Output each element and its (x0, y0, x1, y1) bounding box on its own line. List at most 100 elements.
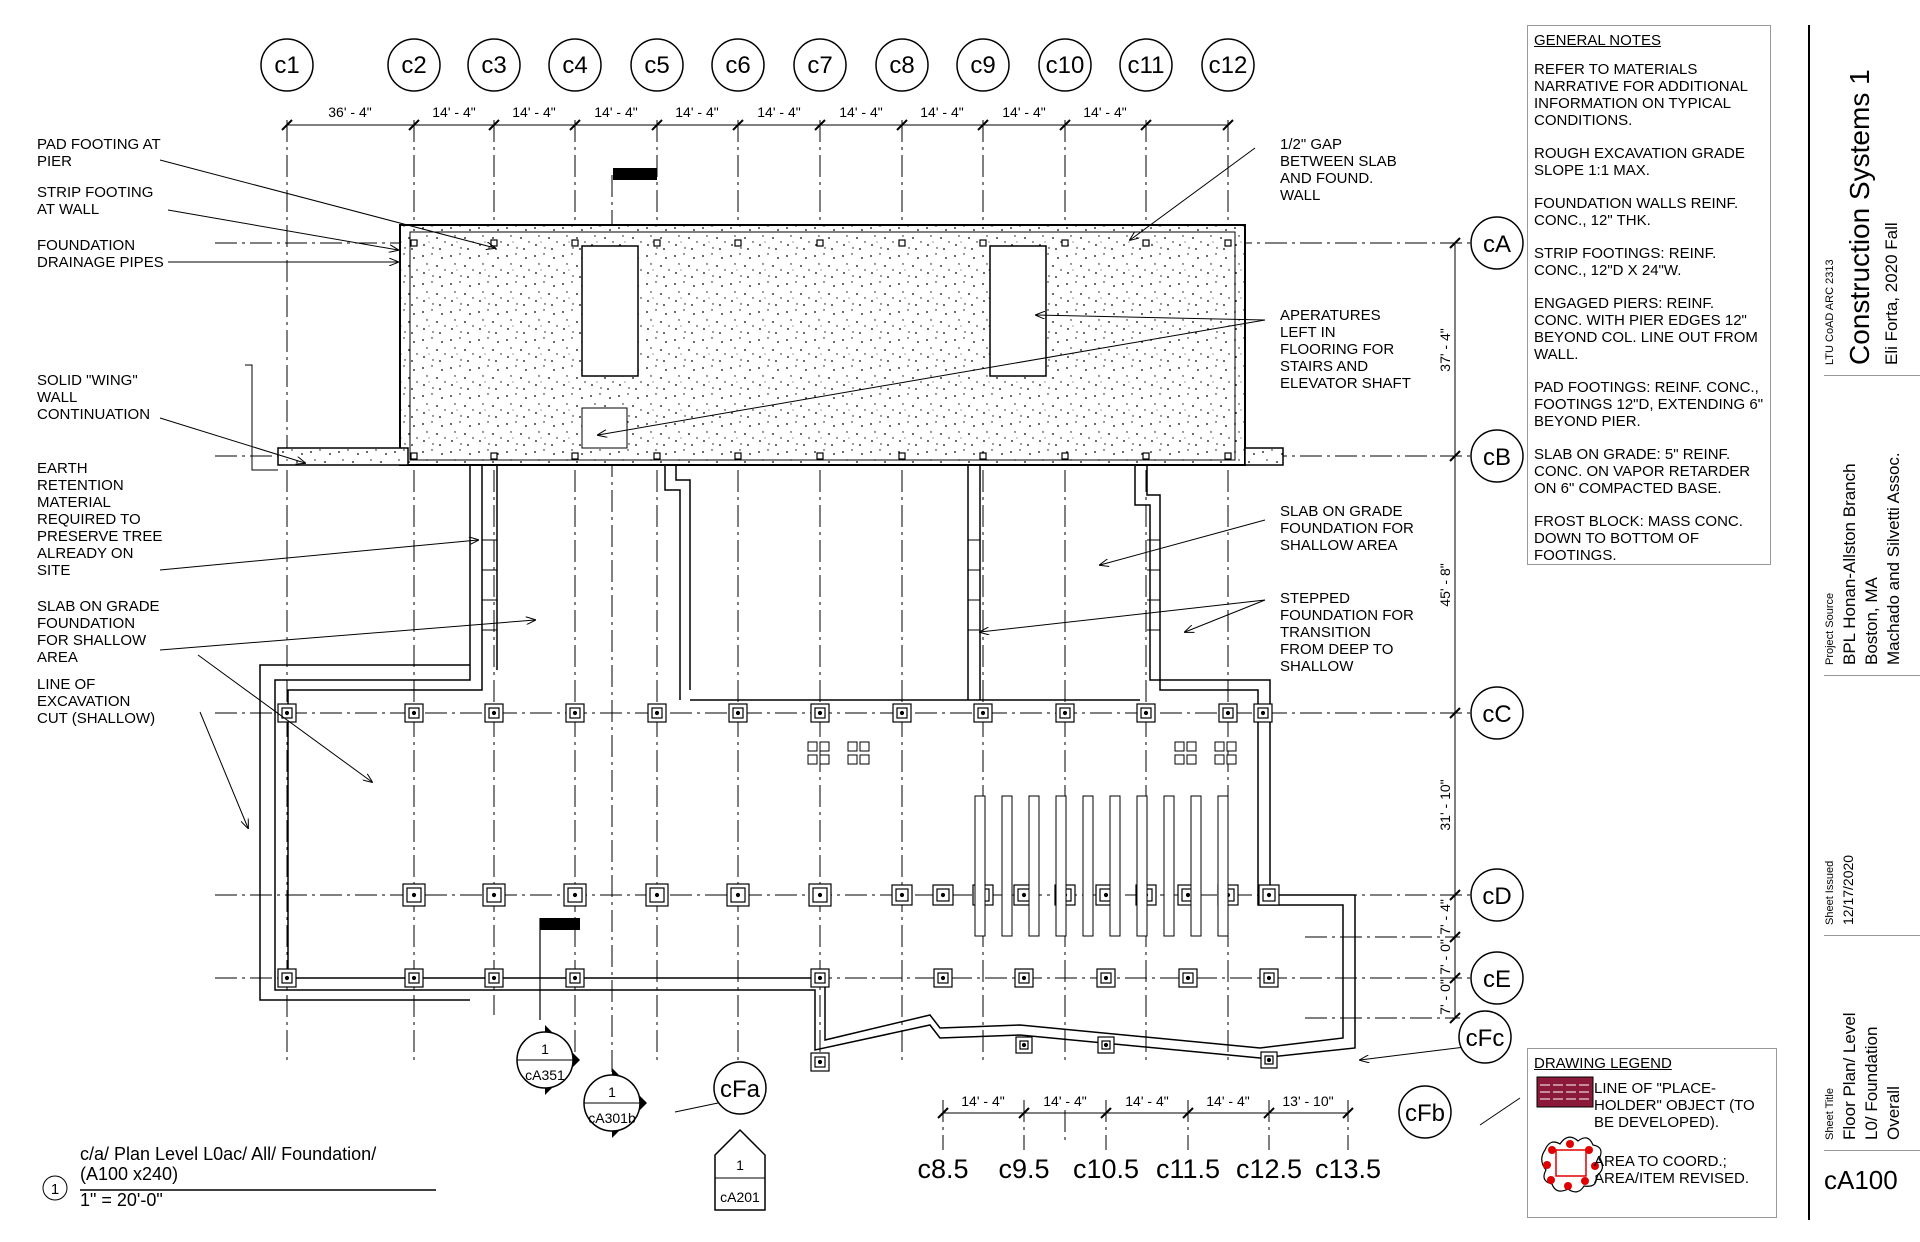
stepped-foundation-walls (259, 465, 1356, 1059)
grid-bubble[interactable] (713, 1061, 767, 1115)
grid-label-bottom[interactable]: c12.5 (1236, 1154, 1302, 1184)
grid-label: cD (1482, 883, 1511, 910)
grid-bubble[interactable] (630, 38, 684, 92)
section-mark-num: 1 (608, 1084, 616, 1100)
callout-pad-footing: PAD FOOTING AT PIER (37, 136, 161, 170)
grid-bubble[interactable] (956, 38, 1010, 92)
note-item: ENGAGED PIERS: REINF. CONC. WITH PIER ED… (1534, 295, 1758, 363)
note-item: REFER TO MATERIALS NARRATIVE FOR ADDITIO… (1534, 61, 1748, 129)
grid-bubble[interactable] (387, 38, 441, 92)
grid-bubble[interactable] (1470, 868, 1524, 922)
view-title-line2: (A100 x240) (80, 1164, 178, 1184)
grid-bubble[interactable] (1470, 686, 1524, 740)
grid-bubble[interactable] (1470, 216, 1524, 270)
section-mark-ref[interactable]: cA301b (588, 1110, 636, 1126)
dimension-text: 13' - 10" (1282, 1093, 1333, 1109)
grid-bubble[interactable] (467, 38, 521, 92)
section-mark-num: 1 (736, 1157, 744, 1173)
grid-bubble[interactable] (1458, 1010, 1512, 1064)
project-line3: Machado and Silvetti Assoc. (1884, 452, 1903, 665)
grid-label: cFb (1405, 1100, 1445, 1127)
grid-bubble[interactable] (1038, 38, 1092, 92)
section-mark-num: 1 (541, 1041, 549, 1057)
dimension-text: 14' - 4" (961, 1093, 1004, 1109)
legend-revision-text: AREA TO COORD.; AREA/ITEM REVISED. (1594, 1153, 1750, 1187)
dimension-text: 14' - 4" (594, 104, 637, 120)
callout-strip-footing: STRIP FOOTING AT WALL (37, 184, 154, 218)
grid-bubble[interactable] (875, 38, 929, 92)
view-number: 1 (51, 1181, 59, 1198)
dimension-text: 7' - 0" (1437, 979, 1453, 1015)
grid-bubble[interactable] (1398, 1085, 1452, 1139)
dimension-text: 31' - 10" (1437, 779, 1453, 830)
stair-aperture (581, 245, 639, 377)
legend-symbols (1536, 1076, 1603, 1193)
grid-label-bottom[interactable]: c13.5 (1315, 1154, 1381, 1184)
grid-label-bottom[interactable]: c11.5 (1156, 1154, 1220, 1184)
grid-bubble[interactable] (1470, 951, 1524, 1005)
note-item: ROUGH EXCAVATION GRADE SLOPE 1:1 MAX. (1534, 145, 1745, 179)
dimension-text: 7' - 0" (1437, 939, 1453, 975)
sheet-set-title: Construction Systems 1 (1844, 69, 1875, 365)
project-line1: BPL Honan-Allston Branch (1840, 463, 1859, 665)
column-clusters (807, 741, 1237, 765)
grid-bubble[interactable] (548, 38, 602, 92)
grid-bubble[interactable] (793, 38, 847, 92)
grid-bubble[interactable] (260, 38, 314, 92)
project-line2: Boston, MA (1862, 577, 1881, 665)
author-label: Eli Forta, 2020 Fall (1882, 222, 1901, 365)
general-notes-panel: GENERAL NOTES REFER TO MATERIALS NARRATI… (1527, 25, 1771, 565)
dimension-text: 14' - 4" (1083, 104, 1126, 120)
note-item: PAD FOOTINGS: REINF. CONC., FOOTINGS 12"… (1534, 379, 1764, 430)
grid-bubble[interactable] (1201, 38, 1255, 92)
grid-label-bottom[interactable]: c10.5 (1073, 1154, 1139, 1184)
dimension-text: 14' - 4" (1125, 1093, 1168, 1109)
grid-bubble[interactable] (711, 38, 765, 92)
callout-apertures: APERATURES LEFT IN FLOORING FOR STAIRS A… (1280, 307, 1411, 392)
grid-label: c4 (562, 52, 587, 79)
dimension-text: 45' - 8" (1437, 563, 1453, 606)
grid-label-bottom[interactable]: c8.5 (917, 1154, 968, 1184)
callout-drainage-pipes: FOUNDATION DRAINAGE PIPES (37, 237, 164, 271)
grid-label: c7 (807, 52, 832, 79)
callout-slab-on-grade: SLAB ON GRADE FOUNDATION FOR SHALLOW ARE… (1280, 503, 1414, 554)
note-item: SLAB ON GRADE: 5" REINF. CONC. ON VAPOR … (1534, 446, 1751, 497)
grid-label: cE (1483, 966, 1511, 993)
legend-heading: DRAWING LEGEND (1534, 1055, 1672, 1072)
dimension-text: 37' - 4" (1437, 328, 1453, 371)
leader-lines (159, 147, 1466, 1060)
dimension-text: 7' - 4" (1437, 899, 1453, 935)
section-mark-ref[interactable]: cA201 (720, 1189, 760, 1205)
project-source-label: Project Source (1824, 592, 1836, 665)
dimension-text: 14' - 4" (757, 104, 800, 120)
general-notes-heading: GENERAL NOTES (1534, 32, 1661, 49)
dimension-text: 14' - 4" (1002, 104, 1045, 120)
note-item: FROST BLOCK: MASS CONC. DOWN TO BOTTOM O… (1534, 513, 1743, 564)
grid-label: c1 (274, 52, 299, 79)
dimension-text: 14' - 4" (675, 104, 718, 120)
grid-bubble[interactable] (1470, 429, 1524, 483)
grid-label: c8 (889, 52, 914, 79)
callout-wing-wall: SOLID "WING" WALL CONTINUATION (37, 372, 151, 423)
section-mark-ref[interactable]: cA351 (525, 1067, 565, 1083)
grid-label: cFc (1466, 1025, 1505, 1052)
dimension-text: 14' - 4" (1043, 1093, 1086, 1109)
dimension-text: 14' - 4" (512, 104, 555, 120)
grid-label: c12 (1209, 52, 1248, 79)
sheet-title-line1: Floor Plan/ Level (1840, 1012, 1859, 1140)
course-label: LTU CoAD ARC 2313 (1824, 259, 1836, 365)
grid-label-bottom[interactable]: c9.5 (998, 1154, 1049, 1184)
stepped-ticks (482, 539, 1160, 631)
drawing-legend-panel: DRAWING LEGEND LINE OF "PLACE-HOLDER" OB… (1527, 1048, 1777, 1218)
sheet-title-line3: Overall (1884, 1086, 1903, 1140)
grid-label: cB (1483, 444, 1511, 471)
callout-earth-retention: EARTH RETENTION MATERIAL REQUIRED TO PRE… (37, 460, 163, 579)
elevator-aperture (989, 245, 1047, 377)
grid-bubble[interactable] (1119, 38, 1173, 92)
view-title: 1 c/a/ Plan Level L0ac/ All/ Foundation/… (42, 1144, 436, 1210)
legend-placeholder-text: LINE OF "PLACE-HOLDER" OBJECT (TO BE DEV… (1594, 1080, 1755, 1131)
dimension-lines (287, 124, 1456, 1114)
grid-label: c11 (1128, 52, 1165, 79)
dimension-text: 14' - 4" (1206, 1093, 1249, 1109)
